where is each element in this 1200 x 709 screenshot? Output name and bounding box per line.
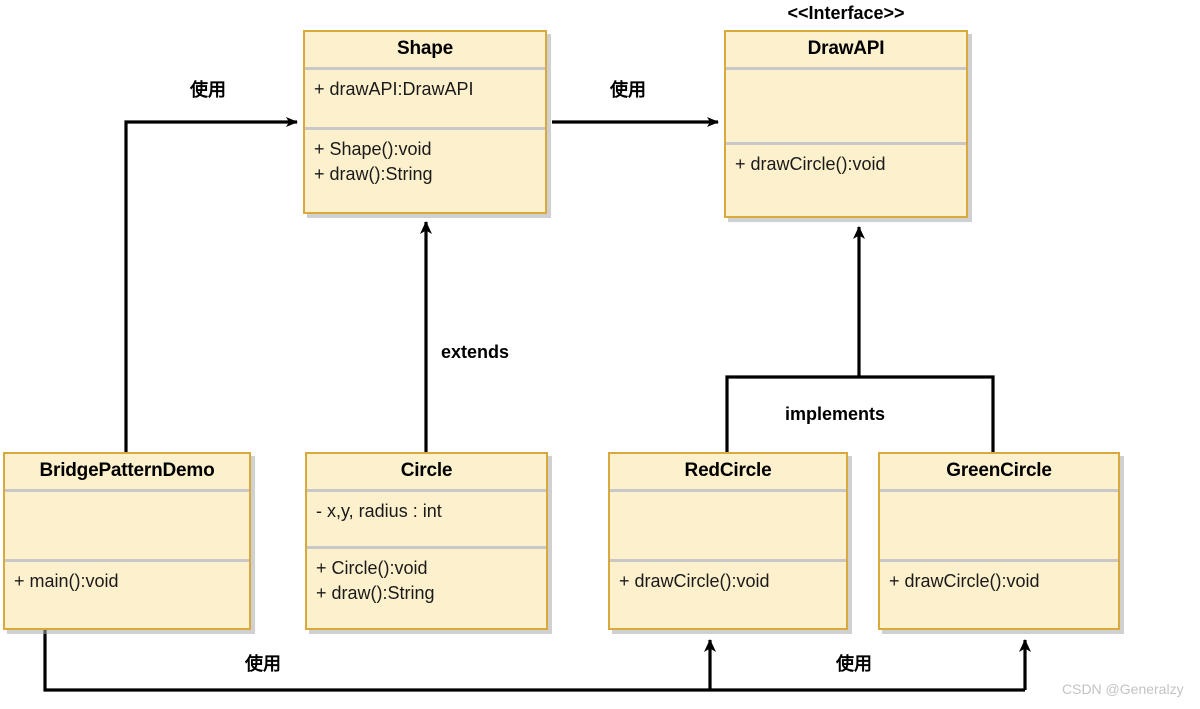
- edge-demo-uses-shape: [124, 117, 298, 452]
- class-separator: [5, 558, 249, 562]
- method-item: + draw():String: [316, 583, 435, 604]
- class-methods-bridgepatterndemo: + main():void: [5, 562, 249, 629]
- class-methods-redcircle: + drawCircle():void: [610, 562, 846, 629]
- edge-label-shape-uses-drawapi: 使用: [610, 80, 646, 100]
- method-item: + Circle():void: [316, 557, 428, 578]
- edge-label-circles-implement-drawapi: implements: [785, 404, 886, 424]
- class-box-greencircle[interactable]: GreenCircle + drawCircle():void: [878, 452, 1120, 630]
- method-item: + draw():String: [314, 164, 433, 185]
- class-title-bridgepatterndemo: BridgePatternDemo: [39, 460, 215, 481]
- class-attributes-circle: - x,y, radius : int: [307, 492, 546, 546]
- class-separator: [726, 141, 966, 145]
- class-separator: [307, 545, 546, 549]
- method-item: + main():void: [14, 570, 119, 591]
- method-item: + Shape():void: [314, 138, 432, 159]
- class-attributes-greencircle: [880, 492, 1118, 559]
- method-item: + drawCircle():void: [619, 570, 770, 591]
- class-title-shape: Shape: [396, 38, 454, 59]
- class-methods-circle: + Circle():void + draw():String: [307, 549, 546, 628]
- class-separator: [880, 489, 1118, 492]
- class-separator: [880, 558, 1118, 562]
- class-methods-greencircle: + drawCircle():void: [880, 562, 1118, 629]
- edge-label-demo-uses-shape: 使用: [190, 80, 226, 100]
- attribute-item: [619, 499, 836, 525]
- class-title-drawapi: DrawAPI: [807, 38, 885, 59]
- edge-label-demo-uses-circle-bottom: 使用: [245, 654, 281, 674]
- method-item: + drawCircle():void: [735, 153, 886, 174]
- class-separator: [305, 67, 545, 70]
- attribute-item: - x,y, radius : int: [316, 501, 442, 521]
- class-separator: [307, 489, 546, 492]
- edge-demo-bottom-bus: [43, 630, 1025, 692]
- attribute-item: + drawAPI:DrawAPI: [314, 79, 474, 99]
- attribute-item: [735, 77, 956, 103]
- class-separator: [610, 489, 846, 492]
- class-attributes-bridgepatterndemo: [5, 492, 249, 559]
- class-separator: [5, 489, 249, 492]
- edge-label-demo-uses-circles-bottom: 使用: [836, 654, 872, 674]
- class-box-shape[interactable]: Shape + drawAPI:DrawAPI + Shape():void +…: [303, 30, 547, 214]
- class-title-redcircle: RedCircle: [684, 460, 772, 481]
- class-attributes-drawapi: [726, 70, 966, 142]
- class-separator: [726, 67, 966, 70]
- class-separator: [305, 126, 545, 130]
- class-separator: [610, 558, 846, 562]
- class-methods-shape: + Shape():void + draw():String: [305, 130, 545, 212]
- class-box-circle[interactable]: Circle - x,y, radius : int + Circle():vo…: [305, 452, 548, 630]
- class-box-bridgepatterndemo[interactable]: BridgePatternDemo + main():void: [3, 452, 251, 630]
- attribute-item: [14, 499, 239, 525]
- class-title-greencircle: GreenCircle: [946, 460, 1052, 481]
- class-attributes-shape: + drawAPI:DrawAPI: [305, 70, 545, 127]
- class-attributes-redcircle: [610, 492, 846, 559]
- stereotype-interface-drawapi: <<Interface>>: [787, 3, 905, 23]
- edge-label-circle-extends-shape: extends: [441, 342, 510, 362]
- class-box-drawapi[interactable]: DrawAPI + drawCircle():void: [724, 30, 968, 218]
- method-item: + drawCircle():void: [889, 570, 1040, 591]
- class-methods-drawapi: + drawCircle():void: [726, 145, 966, 217]
- attribute-item: [889, 499, 1108, 525]
- class-box-redcircle[interactable]: RedCircle + drawCircle():void: [608, 452, 848, 630]
- class-title-circle: Circle: [400, 460, 453, 481]
- watermark-text: CSDN @Generalzy: [1062, 681, 1184, 697]
